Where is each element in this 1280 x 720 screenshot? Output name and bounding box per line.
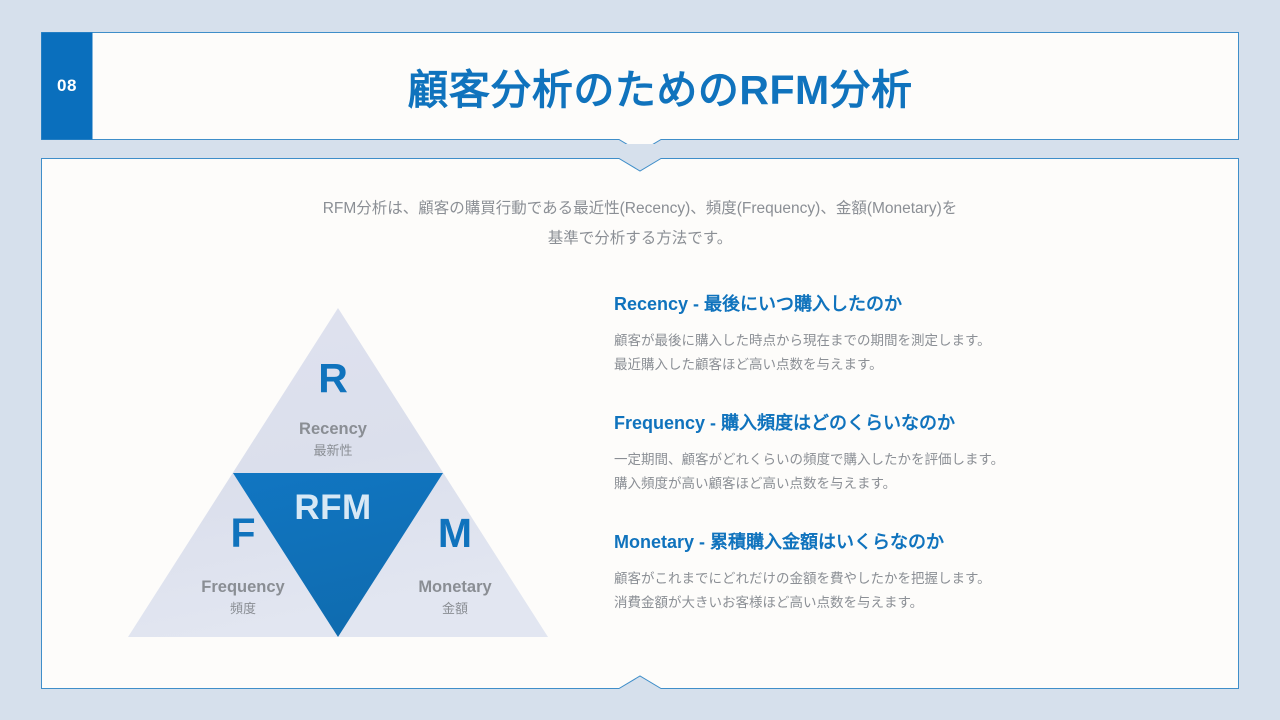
header-panel-shape xyxy=(41,32,1239,144)
rfm-center-label: RFM xyxy=(294,488,372,527)
rfm-description-list: Recency - 最後にいつ購入したのか 顧客が最後に購入した時点から現在まで… xyxy=(614,290,1114,615)
slide-number-badge: 08 xyxy=(57,76,77,95)
rfm-triangle-diagram: RFM R Recency 最新性 F Frequency 頻度 M Monet… xyxy=(127,298,587,650)
list-item-monetary: Monetary - 累積購入金額はいくらなのか 顧客がこれまでにどれだけの金額… xyxy=(614,528,1114,615)
item-heading-frequency: Frequency - 購入頻度はどのくらいなのか xyxy=(614,413,956,433)
lead-paragraph: RFM分析は、顧客の購買行動である最近性(Recency)、頻度(Frequen… xyxy=(41,194,1239,254)
page-title: 顧客分析のためのRFM分析 xyxy=(407,67,913,113)
list-item-frequency: Frequency - 購入頻度はどのくらいなのか 一定期間、顧客がどれくらいの… xyxy=(614,409,1114,496)
header-panel: 08 顧客分析のためのRFM分析 xyxy=(41,32,1239,144)
lead-line-2: 基準で分析する方法です。 xyxy=(547,230,733,247)
body-panel: RFM分析は、顧客の購買行動である最近性(Recency)、頻度(Frequen… xyxy=(41,158,1239,689)
item-body-monetary-line-2: 消費金額が大きいお客様ほど高い点数を与えます。 xyxy=(614,595,924,610)
lead-line-1: RFM分析は、顧客の購買行動である最近性(Recency)、頻度(Frequen… xyxy=(322,200,958,217)
outer-triangle-shape xyxy=(128,308,548,637)
item-body-frequency-line-1: 一定期間、顧客がどれくらいの頻度で購入したかを評価します。 xyxy=(614,452,1005,467)
rfm-triangle-graphic xyxy=(128,308,548,637)
item-body-frequency-line-2: 購入頻度が高い顧客ほど高い点数を与えます。 xyxy=(614,476,897,491)
item-heading-recency: Recency - 最後にいつ購入したのか xyxy=(614,294,903,314)
inner-inverted-triangle-shape xyxy=(233,473,443,637)
list-item-recency: Recency - 最後にいつ購入したのか 顧客が最後に購入した時点から現在まで… xyxy=(614,290,1114,377)
item-body-monetary-line-1: 顧客がこれまでにどれだけの金額を費やしたかを把握します。 xyxy=(614,571,991,586)
item-body-recency-line-1: 顧客が最後に購入した時点から現在までの期間を測定します。 xyxy=(614,333,991,348)
item-body-recency-line-2: 最近購入した顧客ほど高い点数を与えます。 xyxy=(614,357,883,372)
item-heading-monetary: Monetary - 累積購入金額はいくらなのか xyxy=(614,532,945,552)
